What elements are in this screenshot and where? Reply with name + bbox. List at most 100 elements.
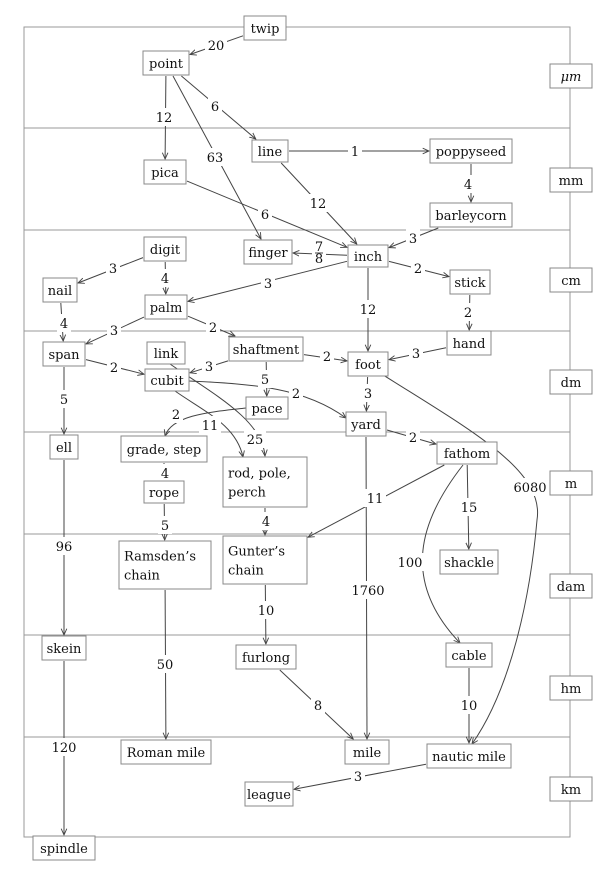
svg-text:mm: mm — [559, 174, 584, 189]
svg-text:rope: rope — [149, 486, 179, 501]
svg-text:chain: chain — [124, 569, 161, 584]
svg-text:Ramsden’s: Ramsden’s — [124, 550, 196, 565]
factor-label-line-to-inch: 12 — [307, 194, 329, 212]
svg-text:10: 10 — [258, 604, 275, 619]
unit-foot: foot — [347, 351, 389, 377]
unit-line: line — [251, 139, 289, 163]
unit-digit: digit — [143, 236, 187, 262]
svg-text:4: 4 — [262, 515, 270, 530]
factor-label-fathom-to-gunters-chain: 11 — [364, 489, 386, 507]
factor-label-pica-to-inch: 6 — [258, 205, 272, 223]
factor-label-fathom-to-cable: 100 — [395, 553, 425, 571]
svg-text:4: 4 — [161, 467, 169, 482]
svg-text:pica: pica — [151, 166, 179, 181]
factor-label-furlong-to-mile: 8 — [311, 696, 325, 714]
factor-label-grade-step-to-rope: 4 — [158, 464, 172, 482]
scale-label-5: m — [549, 470, 593, 496]
svg-text:inch: inch — [354, 250, 383, 265]
svg-text:6: 6 — [261, 208, 269, 223]
unit-poppyseed: poppyseed — [429, 138, 513, 164]
svg-text:Roman mile: Roman mile — [127, 746, 206, 761]
factor-label-line-to-poppyseed: 1 — [348, 142, 362, 160]
svg-text:6: 6 — [211, 100, 219, 115]
factor-label-cubit-to-rod-pole-perch: 11 — [199, 416, 221, 434]
factor-label-yard-to-mile: 1760 — [349, 581, 387, 599]
factor-label-nail-to-span: 4 — [57, 314, 71, 332]
unit-rod-pole-perch: rod, pole,perch — [222, 456, 308, 508]
factor-label-rope-to-ramsdens-chain: 5 — [158, 516, 172, 534]
edge-fathom-to-cable — [421, 464, 464, 643]
unit-pica: pica — [143, 159, 187, 185]
factor-label-pace-to-grade-step: 2 — [169, 405, 183, 423]
unit-hand: hand — [446, 330, 492, 356]
factor-label-skein-to-spindle: 120 — [49, 738, 79, 756]
factor-label-digit-to-nail: 3 — [106, 259, 120, 277]
svg-text:digit: digit — [150, 243, 181, 258]
factor-label-span-to-ell: 5 — [57, 390, 71, 408]
svg-text:5: 5 — [161, 519, 169, 534]
svg-text:spindle: spindle — [40, 842, 88, 857]
unit-mile: mile — [344, 739, 390, 765]
svg-text:km: km — [561, 783, 581, 798]
factor-label-digit-to-palm: 4 — [158, 269, 172, 287]
scale-label-3: cm — [549, 267, 593, 293]
unit-barleycorn: barleycorn — [429, 202, 513, 228]
svg-text:poppyseed: poppyseed — [436, 145, 507, 160]
svg-text:25: 25 — [247, 433, 264, 448]
scale-label-6: dam — [549, 573, 593, 599]
svg-text:2: 2 — [292, 387, 300, 402]
unit-finger: finger — [243, 239, 293, 265]
svg-text:15: 15 — [461, 501, 478, 516]
svg-text:cm: cm — [561, 274, 581, 289]
svg-text:11: 11 — [202, 419, 219, 434]
unit-span: span — [42, 341, 86, 367]
svg-text:8: 8 — [315, 252, 323, 267]
svg-text:12: 12 — [156, 111, 173, 126]
factor-label-point-to-finger: 63 — [204, 148, 226, 166]
factor-label-inch-to-palm: 3 — [261, 274, 275, 292]
svg-text:Gunter’s: Gunter’s — [228, 545, 285, 560]
svg-text:2: 2 — [209, 321, 217, 336]
unit-point: point — [142, 50, 190, 76]
edge-foot-to-nautic-mile — [379, 372, 539, 744]
svg-text:palm: palm — [150, 301, 183, 316]
scale-label-4: dm — [549, 369, 593, 395]
factor-label-rod-pole-perch-to-gunters-chain: 4 — [259, 512, 273, 530]
svg-text:3: 3 — [409, 232, 417, 247]
edge-pace-to-grade-step — [165, 407, 247, 436]
svg-text:mile: mile — [353, 746, 382, 761]
factor-label-foot-to-yard: 3 — [361, 384, 375, 402]
svg-text:4: 4 — [161, 272, 169, 287]
svg-text:10: 10 — [461, 699, 478, 714]
factor-label-twip-to-point: 20 — [205, 36, 227, 54]
svg-text:nautic mile: nautic mile — [432, 750, 506, 765]
svg-text:12: 12 — [310, 197, 327, 212]
svg-text:2: 2 — [323, 350, 331, 365]
svg-text:ell: ell — [56, 441, 72, 456]
unit-furlong: furlong — [235, 644, 297, 670]
svg-text:3: 3 — [110, 324, 118, 339]
svg-text:4: 4 — [60, 317, 68, 332]
scale-label-7: hm — [549, 675, 593, 701]
svg-text:point: point — [149, 57, 184, 72]
scale-label-1: μm — [549, 63, 593, 89]
svg-text:furlong: furlong — [242, 651, 290, 666]
factor-label-point-to-pica: 12 — [153, 108, 175, 126]
unit-nautic-mile: nautic mile — [426, 743, 512, 769]
factor-label-inch-to-foot: 12 — [357, 300, 379, 318]
svg-text:span: span — [48, 348, 80, 363]
svg-text:1: 1 — [351, 145, 359, 160]
unit-ramsdens-chain: Ramsden’s chain — [118, 540, 212, 590]
unit-link: link — [146, 341, 186, 365]
svg-text:100: 100 — [398, 556, 423, 571]
svg-text:2: 2 — [414, 262, 422, 277]
factor-label-link-to-rod-pole-perch: 25 — [244, 430, 266, 448]
svg-text:5: 5 — [261, 373, 269, 388]
svg-text:3: 3 — [109, 262, 117, 277]
factor-label-barleycorn-to-inch: 3 — [406, 229, 420, 247]
factor-label-point-to-line: 6 — [208, 97, 222, 115]
svg-text:nail: nail — [48, 284, 72, 299]
svg-text:7: 7 — [315, 240, 323, 255]
